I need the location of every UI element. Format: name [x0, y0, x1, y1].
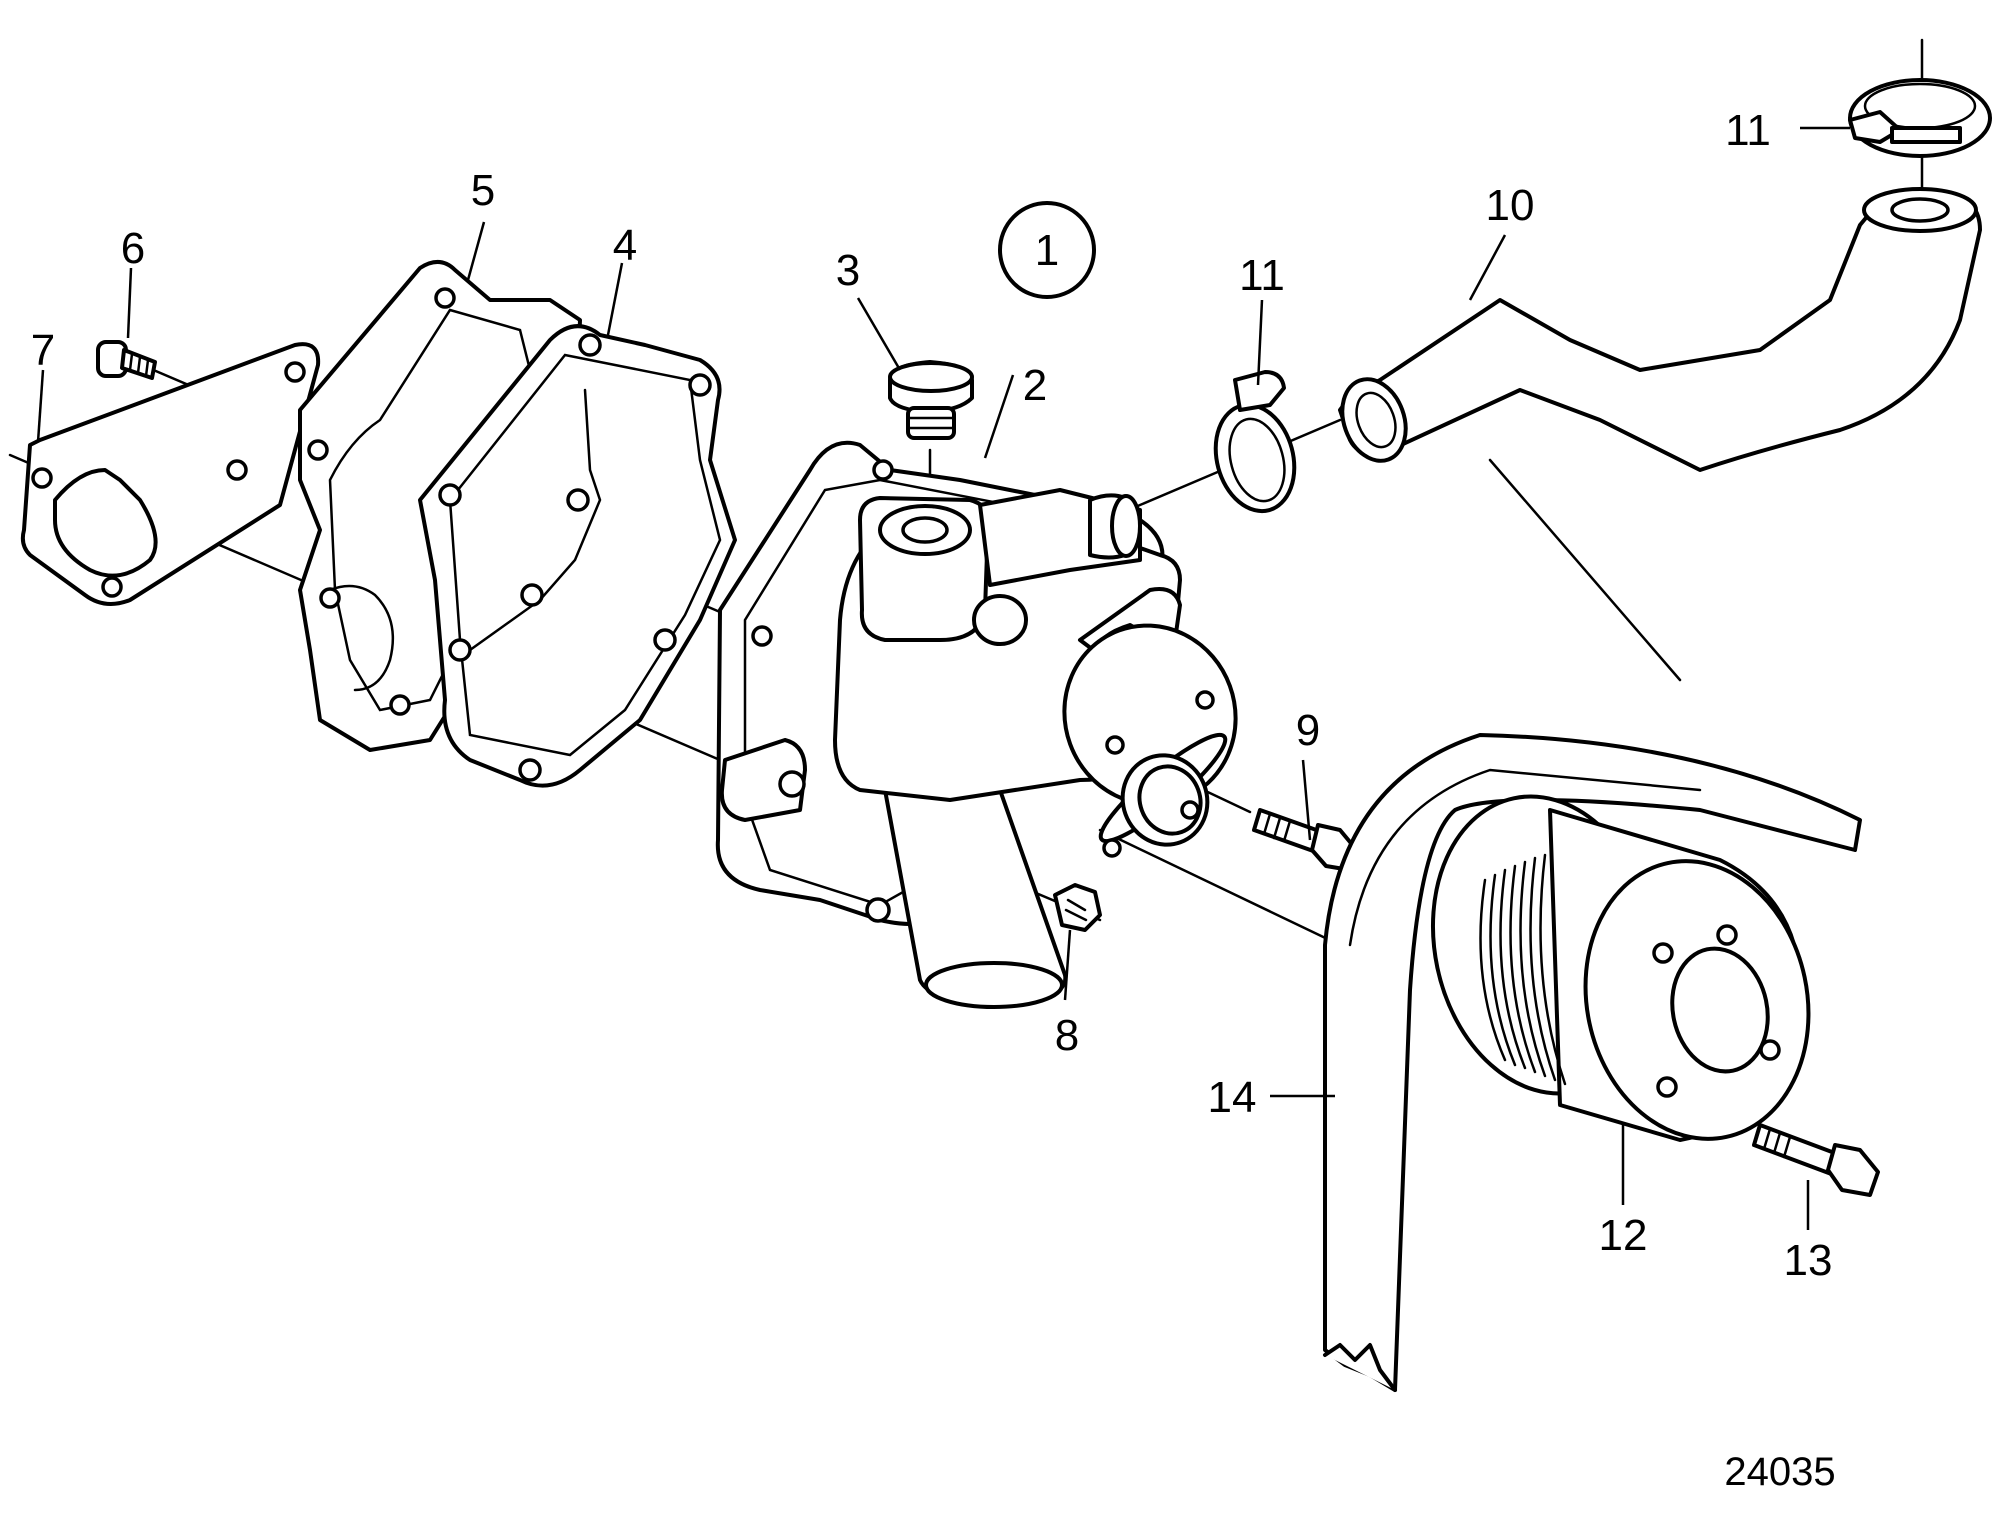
- screw-6: [96, 340, 157, 380]
- bolt-13: [1752, 1123, 1880, 1197]
- callout-9: 9: [1296, 706, 1320, 755]
- coolant-hose: [1338, 187, 1982, 472]
- cover-plate-hole: [226, 459, 248, 481]
- callout-12: 12: [1599, 1211, 1648, 1260]
- callout-2: 2: [1023, 361, 1047, 410]
- callout-6: 6: [121, 224, 145, 273]
- hose-clamp-upper: [1848, 78, 1992, 158]
- pump-cover-hole: [566, 488, 590, 512]
- callout-7: 7: [31, 326, 55, 375]
- callout-14: 14: [1208, 1073, 1257, 1122]
- pump-cover-hole: [688, 373, 712, 397]
- gasket-hole: [307, 439, 329, 461]
- callout-5: 5: [471, 166, 495, 215]
- callout-11-upper: 11: [1725, 106, 1771, 155]
- callout-13: 13: [1784, 1236, 1833, 1285]
- bolt-9: [1252, 808, 1357, 872]
- callout-8: 8: [1055, 1011, 1079, 1060]
- water-pump-body: [715, 440, 1238, 1009]
- nut-8: [1053, 883, 1102, 932]
- callout-labels: 2 3 4 5 6 7 8 9 10 11 11 12 13 14: [31, 106, 1833, 1285]
- gasket-hole: [389, 694, 411, 716]
- group-callout-label: 1: [1035, 226, 1059, 275]
- callout-4: 4: [613, 221, 637, 270]
- hose-clamp-lower: [1213, 370, 1297, 514]
- cover-plate-hole: [284, 361, 306, 383]
- pump-cover-hole: [438, 483, 462, 507]
- gasket-hole: [434, 287, 456, 309]
- group-callout: 1: [998, 201, 1096, 299]
- cover-plate-hole: [31, 467, 53, 489]
- callout-10: 10: [1486, 181, 1535, 230]
- plug-3: [888, 360, 974, 440]
- pump-cover-hole: [518, 758, 542, 782]
- cover-plate-hole: [101, 576, 123, 598]
- pump-cover-hole: [653, 628, 677, 652]
- cover-plate: [20, 342, 321, 606]
- pump-cover-hole: [578, 333, 602, 357]
- drive-belt: [1323, 733, 1862, 1392]
- pump-cover-hole: [448, 638, 472, 662]
- pump-cover-4: [418, 324, 737, 788]
- leader-lines: [36, 126, 1850, 1230]
- callout-11-lower: 11: [1239, 251, 1285, 300]
- pulley-12: [1430, 794, 1811, 1142]
- drawing-number: 24035: [1724, 1450, 1835, 1494]
- callout-3: 3: [836, 246, 860, 295]
- gasket-hole: [319, 587, 341, 609]
- pump-cover-hole: [520, 583, 544, 607]
